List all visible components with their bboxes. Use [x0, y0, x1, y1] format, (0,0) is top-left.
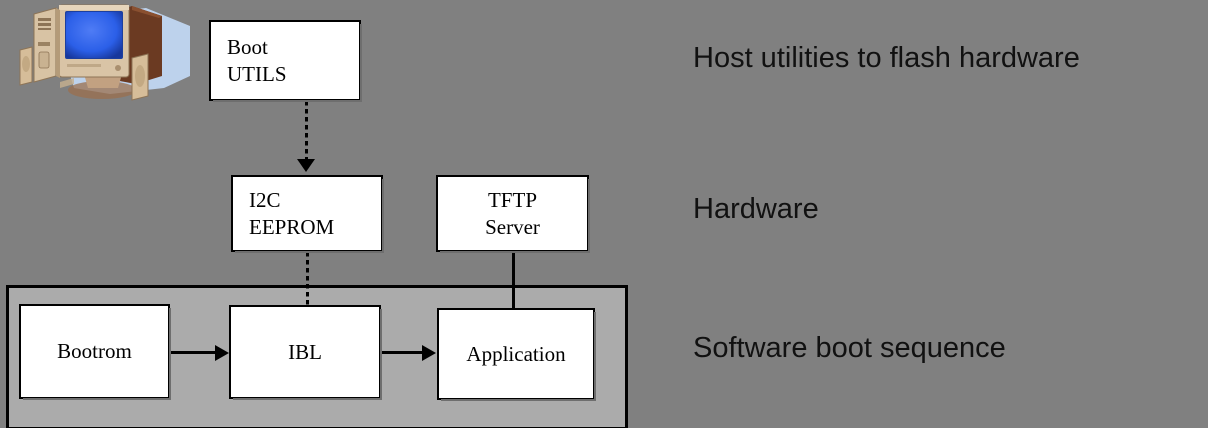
node-tftp-server[interactable]: TFTP Server [436, 175, 590, 253]
node-boot-utils[interactable]: Boot UTILS [209, 20, 362, 102]
annotation-software-boot-sequence: Software boot sequence [693, 332, 1006, 364]
node-application[interactable]: Application [437, 308, 596, 401]
connector-i2c-to-ibl [306, 252, 309, 306]
arrowhead-bootutils-to-i2c [297, 159, 315, 172]
connector-ibl-to-application [381, 351, 423, 354]
node-boot-utils-line2: UTILS [227, 61, 287, 86]
node-boot-utils-line1: Boot [227, 34, 268, 59]
node-application-label: Application [466, 341, 566, 366]
annotation-host-utilities: Host utilities to flash hardware [693, 42, 1080, 74]
node-ibl[interactable]: IBL [229, 305, 382, 400]
desktop-computer-icon [14, 2, 194, 110]
node-i2c-eeprom[interactable]: I2C EEPROM [231, 175, 384, 253]
node-tftp-server-line2: Server [485, 214, 540, 239]
connector-bootrom-to-ibl [170, 351, 216, 354]
node-ibl-label: IBL [288, 339, 322, 364]
connector-tftp-to-application [512, 252, 515, 309]
arrowhead-ibl-to-application [422, 345, 436, 361]
annotation-hardware: Hardware [693, 193, 819, 225]
node-i2c-eeprom-line1: I2C [249, 187, 281, 212]
arrowhead-bootrom-to-ibl [215, 345, 229, 361]
node-tftp-server-line1: TFTP [487, 187, 537, 212]
node-bootrom-label: Bootrom [57, 339, 132, 364]
node-bootrom[interactable]: Bootrom [19, 304, 171, 400]
connector-bootutils-to-i2c [305, 101, 308, 159]
node-i2c-eeprom-line2: EEPROM [249, 214, 335, 239]
